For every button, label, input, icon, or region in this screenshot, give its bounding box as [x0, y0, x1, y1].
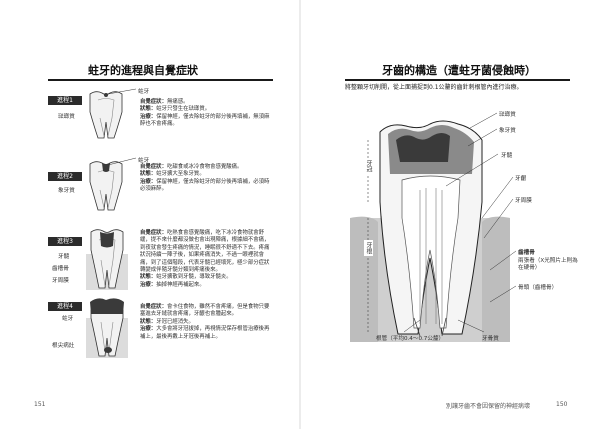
stage-label-periodontal: 牙周膜 [52, 278, 69, 284]
symptom-text: 無痛感。 [166, 99, 189, 105]
book-gutter [299, 0, 301, 429]
treatment-text: 大多會將牙冠拔掉，再視情況保存根管治療後再補上，最後再戴上牙冠後再補上。 [140, 326, 270, 340]
page-title: 蛀牙的進程與自覺症狀 [88, 64, 198, 77]
stage-label-enamel: 琺瑯質 [58, 114, 75, 120]
dentin-label: 象牙質 [499, 128, 516, 134]
stage-tag: 進程2 [48, 172, 82, 181]
stage-label-pulp: 牙髓 [58, 254, 70, 260]
nerve-heading-label: 齒槽骨 [518, 250, 535, 256]
treatment-key: 治療： [140, 178, 157, 185]
symptom-key: 自覺症狀： [140, 164, 167, 170]
stage-description: 自覺症狀：吃甜食或冰冷食物會感覺酸痛。 狀態：蛀牙擴大至象牙質。 治療：保留神經… [140, 164, 270, 194]
cementum-label: 牙骨質 [482, 336, 499, 342]
root-label: 牙根 [364, 240, 373, 256]
state-text: 蛀牙只發生在琺瑯質。 [156, 106, 211, 113]
gum-label: 牙齦 [515, 176, 527, 182]
stage-description: 自覺症狀：無痛感。 狀態：蛀牙只發生在琺瑯質。 治療：保留神經，僅去除蛀牙的部分… [140, 99, 270, 129]
symptom-key: 自覺症狀： [140, 99, 167, 105]
treatment-text: 抽掉神經再補起來。 [156, 281, 205, 288]
state-text: 蛀牙擴散到牙髓，導致牙髓炎。 [156, 274, 232, 281]
treatment-key: 治療： [140, 281, 157, 288]
periodontal-label: 牙周膜 [515, 198, 532, 204]
stage-tag: 進程3 [48, 237, 82, 246]
symptom-key: 自覺症狀： [140, 230, 167, 236]
title-rule [345, 79, 570, 81]
symptom-text: 會卡住食物，雖然不會疼痛，但是食物只要塞進去牙縫就會疼痛，牙齦也會腫起來。 [140, 304, 270, 318]
alveolar-bone-label: 骨頭（齒槽骨） [518, 285, 558, 291]
stage-label-dentin: 象牙質 [58, 188, 75, 194]
enamel-label: 琺瑯質 [499, 112, 516, 118]
root-canal-label: 根管（平均0.4～0.7公釐） [376, 336, 445, 342]
crown-label: 牙冠 [364, 158, 373, 174]
state-text: 蛀牙擴大至象牙質。 [156, 171, 205, 178]
title-rule [48, 79, 273, 81]
treatment-text: 保留神經，僅去除蛀牙的部分後再填補，必須時必須麻醉。 [140, 178, 270, 193]
stage-label-decay: 蛀牙 [62, 316, 74, 322]
stage-tag: 進程1 [48, 96, 82, 105]
page-number: 150 [556, 401, 568, 408]
state-key: 狀態： [140, 318, 157, 325]
page-number: 151 [34, 401, 46, 408]
intro-text: 將整顆牙切削開，從上面捕捉到0.1公釐的齒針刺根管內進行治療。 [345, 84, 523, 91]
stage-label-decay: 蛀牙 [138, 89, 150, 95]
pulp-label: 牙髓 [501, 153, 513, 159]
tooth-stage-4-illustration [86, 298, 128, 358]
tooth-stage-3-illustration [86, 229, 128, 290]
stage-tag: 進程4 [48, 302, 82, 311]
treatment-key: 治療： [140, 326, 157, 333]
symptom-key: 自覺症狀： [140, 304, 167, 310]
stage-label-alveolar-bone: 齒槽骨 [52, 266, 69, 272]
symptom-text: 吃熱食會感覺酸痛，吃下冰冷食物就會舒緩，提不來什麼都沒做也會出現陣痛，根據細不會… [140, 230, 270, 274]
left-page: 蛀牙的進程與自覺症狀 進程1 蛀牙 琺瑯質 自覺症狀：無痛感。 狀態：蛀牙只發生… [34, 64, 273, 408]
page-title: 牙齒的構造（遭蛀牙菌侵蝕時） [382, 64, 536, 77]
stage-description: 自覺症狀：會卡住食物，雖然不會疼痛，但是食物只要塞進去牙縫就會疼痛，牙齦也會腫起… [140, 304, 270, 341]
state-key: 狀態： [140, 171, 157, 178]
stage-label-decay: 蛀牙 [138, 158, 150, 164]
running-head: 別讓牙齒不會因保留的神經病壞 [446, 403, 531, 410]
treatment-text: 保留神經，僅去除蛀牙的部分後再填補，無須麻醉也不會疼痛。 [140, 113, 270, 128]
state-key: 狀態： [140, 106, 157, 113]
tooth-stage-1-illustration [89, 88, 137, 139]
tooth-stage-2-illustration [89, 157, 137, 211]
state-key: 狀態： [140, 274, 157, 281]
nerve-note-label: 兩張看（X光照片上則為在硬骨） [518, 258, 578, 271]
symptom-text: 吃甜食或冰冷食物會感覺酸痛。 [166, 164, 243, 170]
treatment-key: 治療： [140, 113, 157, 120]
tooth-structure-diagram [350, 120, 510, 342]
state-text: 牙冠已經消失。 [156, 318, 194, 325]
right-page: 牙齒的構造（遭蛀牙菌侵蝕時） [300, 0, 600, 429]
stage-label-apical-lesion: 根尖病灶 [52, 343, 75, 349]
stage-description: 自覺症狀：吃熱食會感覺酸痛，吃下冰冷食物就會舒緩，提不來什麼都沒做也會出現陣痛，… [140, 230, 270, 289]
